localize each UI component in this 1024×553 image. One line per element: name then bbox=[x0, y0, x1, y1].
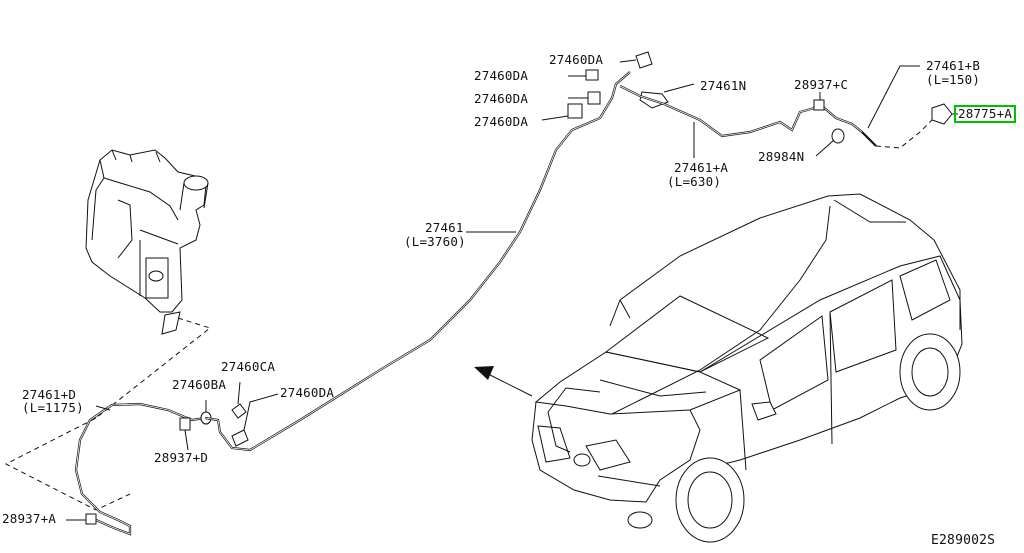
label-27461D[interactable]: 27461+D bbox=[22, 387, 77, 402]
diagram-reference-code: E289002S bbox=[931, 533, 996, 548]
label-27461[interactable]: 27461 bbox=[425, 220, 464, 235]
clip-27460BA[interactable] bbox=[200, 400, 212, 425]
label-27461D-length: (L=1175) bbox=[22, 400, 84, 415]
label-27461B[interactable]: 27461+B bbox=[926, 58, 981, 73]
label-28937C[interactable]: 28937+C bbox=[794, 77, 849, 92]
label-28937A[interactable]: 28937+A bbox=[2, 511, 57, 526]
label-27460CA[interactable]: 27460CA bbox=[221, 359, 276, 374]
tank-leader bbox=[4, 317, 212, 511]
label-27460DA-lower[interactable]: 27460DA bbox=[280, 385, 335, 400]
label-28937D[interactable]: 28937+D bbox=[154, 450, 209, 465]
label-27460BA[interactable]: 27460BA bbox=[172, 377, 227, 392]
hose-27461B[interactable] bbox=[861, 65, 935, 149]
clip-27460DA-c[interactable] bbox=[567, 103, 583, 119]
clip-27460CA[interactable] bbox=[231, 381, 247, 419]
hose-27461D[interactable] bbox=[74, 402, 206, 536]
label-27460DA-c[interactable]: 27460DA bbox=[474, 114, 529, 129]
direction-arrow bbox=[474, 366, 533, 397]
label-27461N[interactable]: 27461N bbox=[700, 78, 747, 93]
clip-27460DA-lower[interactable] bbox=[231, 393, 279, 447]
joint-28937A[interactable] bbox=[85, 513, 97, 525]
label-27461-length: (L=3760) bbox=[404, 234, 466, 249]
label-27461B-length: (L=150) bbox=[926, 72, 981, 87]
label-27461A-length: (L=630) bbox=[667, 174, 722, 189]
joint-28937C[interactable] bbox=[813, 92, 825, 111]
clip-27460DA-b[interactable] bbox=[587, 91, 601, 105]
washer-tank[interactable] bbox=[85, 149, 209, 335]
label-27460DA-top[interactable]: 27460DA bbox=[549, 52, 604, 67]
hose-27461[interactable] bbox=[204, 71, 631, 452]
clip-27460DA-a[interactable] bbox=[585, 69, 599, 81]
clip-27460DA-top[interactable] bbox=[619, 51, 653, 69]
nozzle-28775A[interactable] bbox=[931, 103, 958, 125]
joint-28937D[interactable] bbox=[179, 417, 191, 431]
label-27461A[interactable]: 27461+A bbox=[674, 160, 729, 175]
label-27460DA-b[interactable]: 27460DA bbox=[474, 91, 529, 106]
label-28775A[interactable]: 28775+A bbox=[953, 105, 1017, 123]
hose-27461A[interactable] bbox=[619, 85, 863, 138]
label-27460DA-a[interactable]: 27460DA bbox=[474, 68, 529, 83]
label-28984N[interactable]: 28984N bbox=[758, 149, 805, 164]
grommet-28984N[interactable] bbox=[815, 128, 845, 157]
vehicle bbox=[531, 193, 963, 543]
